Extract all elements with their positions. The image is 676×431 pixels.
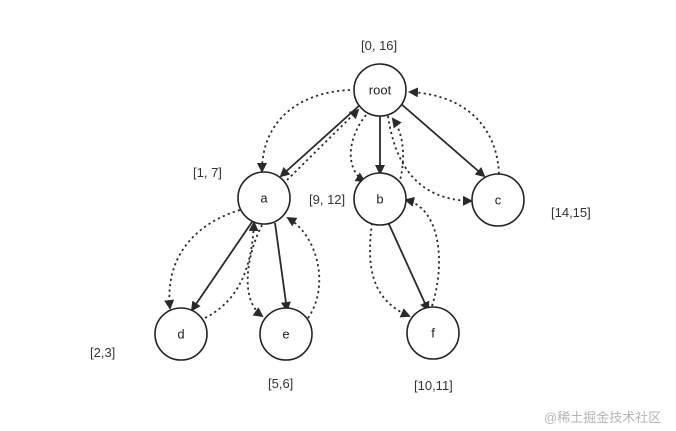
range-c: [14,15] [551,205,591,220]
range-a: [1, 7] [193,165,222,180]
node-f-label: f [431,325,435,340]
node-f: f [406,306,460,360]
edge-a-e [274,222,291,312]
traversal-root-to-c [387,115,473,206]
node-root-label: root [369,82,392,97]
node-a-label: a [260,190,268,205]
watermark-text: @稀土掘金技术社区 [544,410,661,425]
node-b-label: b [376,191,383,206]
traversal-e-to-a [286,216,321,319]
edge-b-f [387,221,430,312]
traversal-root-to-b [349,114,367,183]
traversal-c-to-root [408,87,500,175]
tree-edges [190,102,486,312]
range-b: [9, 12] [309,192,345,207]
range-d: [2,3] [90,345,115,360]
traversal-a-to-d [164,209,241,310]
node-e: e [259,307,313,361]
traversal-d-to-a [204,221,259,319]
node-c: c [471,173,525,227]
range-f: [10,11] [414,378,453,393]
node-d: d [154,307,208,361]
range-e: [5,6] [268,376,293,391]
range-root: [0, 16] [361,38,397,53]
edge-root-c [399,102,486,178]
traversal-root-to-a [257,89,351,173]
edge-a-d [190,221,253,312]
node-root: root [353,63,407,117]
node-e-label: e [282,326,289,341]
node-c-label: c [495,192,502,207]
traversal-b-to-root [391,117,404,185]
node-a: a [237,171,291,225]
traversal-a-to-e [246,224,264,318]
node-b: b [353,172,407,226]
traversal-f-to-b [404,196,440,307]
traversal-edges [164,87,500,319]
edge-root-a [279,103,362,178]
traversal-b-to-f [369,222,411,318]
range-labels: [0, 16] [1, 7] [9, 12] [14,15] [2,3] [5,… [90,38,591,393]
node-d-label: d [177,326,184,341]
traversal-a-to-root [286,108,360,181]
